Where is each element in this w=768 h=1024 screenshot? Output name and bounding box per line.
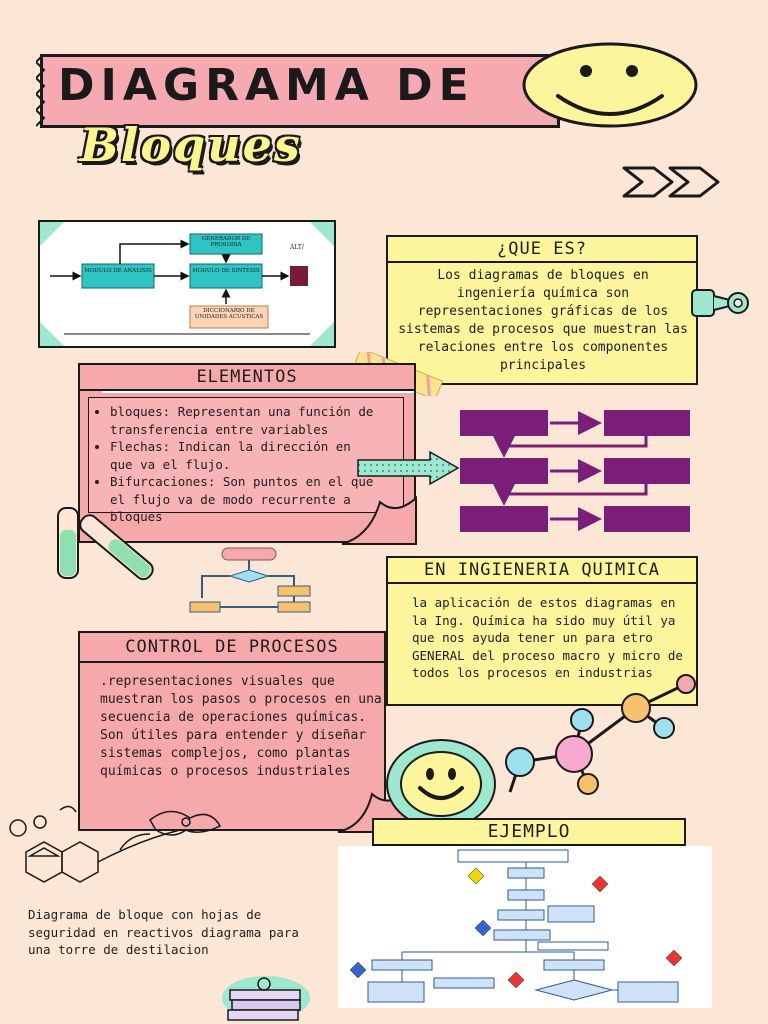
- alt-label: ALT/: [290, 244, 304, 251]
- folded-corner: [341, 496, 417, 545]
- ejemplo-header: EJEMPLO: [372, 818, 686, 846]
- binder-clip-icon: [691, 289, 749, 317]
- title-banner: [40, 54, 560, 128]
- elementos-item: bloques: Representan una función de tran…: [110, 403, 380, 438]
- analisis-label: MODULO DE ANALISIS: [84, 268, 152, 274]
- que-es-title: ¿QUE ES?: [388, 237, 696, 263]
- double-chevron-icon: [622, 166, 720, 198]
- sintesis-label: MODULO DE SINTESIS: [192, 268, 260, 274]
- elementos-list: bloques: Representan una función de tran…: [92, 403, 380, 526]
- book-stack-icon: [222, 976, 310, 1021]
- diccionario-label: DICCIONARIO DE UNIDADES ACÚSTICAS: [194, 308, 264, 320]
- ingenieria-text: la aplicación de estos diagramas en la I…: [412, 595, 683, 680]
- generador-label: GENERADOR DE PROSODIA: [201, 236, 251, 248]
- elementos-item: Flechas: Indican la dirección en que va …: [110, 438, 380, 473]
- page-title: DIAGRAMA DE: [58, 60, 475, 111]
- control-card: CONTROL DE PROCESOS .representaciones vi…: [78, 631, 386, 831]
- smiley-face-icon: [522, 42, 698, 128]
- elementos-item: Bifurcaciones: Son puntos en el que el f…: [110, 473, 380, 526]
- elementos-card: ELEMENTOS bloques: Representan una funci…: [78, 363, 416, 543]
- flowchart-icon: [189, 547, 311, 613]
- ejemplo-diagram-image: [338, 846, 712, 1008]
- que-es-text: Los diagramas de bloques en ingeniería q…: [398, 268, 688, 373]
- diagram-caption: Diagrama de bloque con hojas de segurida…: [28, 907, 299, 957]
- ingenieria-title: EN INGIENERIA QUIMICA: [388, 558, 696, 584]
- page-subtitle: Bloques: [80, 118, 302, 172]
- control-title: CONTROL DE PROCESOS: [80, 633, 384, 663]
- que-es-card: ¿QUE ES? Los diagramas de bloques en ing…: [386, 235, 698, 385]
- floral-line-art: [9, 805, 222, 883]
- elementos-title: ELEMENTOS: [80, 365, 414, 391]
- control-text: .representaciones visuales que muestran …: [100, 674, 382, 779]
- test-tubes-icon: [57, 507, 154, 581]
- purple-flow-diagram: [460, 410, 690, 532]
- banner-zigzag-edge: [36, 54, 46, 127]
- ingenieria-card: EN INGIENERIA QUIMICA la aplicación de e…: [386, 556, 698, 706]
- block-diagram-image: GENERADOR DE PROSODIA MODULO DE ANALISIS…: [38, 220, 336, 348]
- ejemplo-title: EJEMPLO: [487, 821, 571, 842]
- dotted-arrow-icon: [357, 450, 460, 486]
- molecule-icon: [505, 674, 696, 795]
